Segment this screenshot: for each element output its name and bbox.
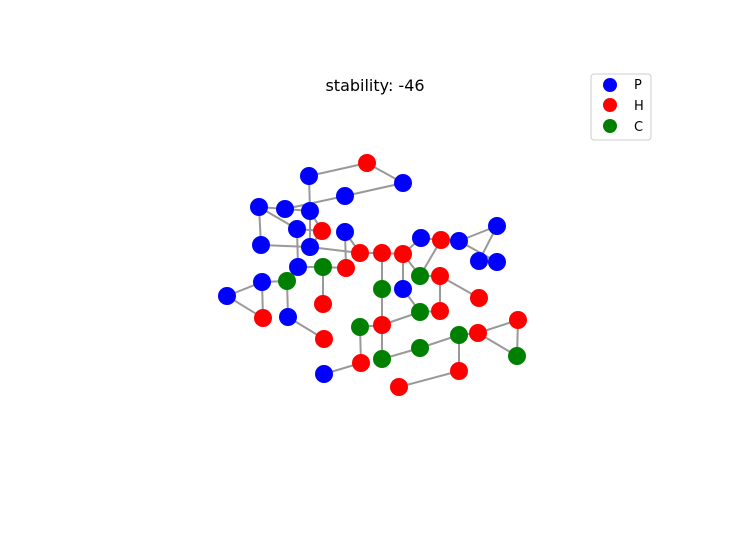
node-p-26	[253, 273, 271, 291]
node-h-48	[450, 362, 468, 380]
node-p-15	[301, 238, 319, 256]
node-p-21	[289, 258, 307, 276]
node-c-40	[450, 326, 468, 344]
node-p-11	[412, 229, 430, 247]
node-p-8	[288, 220, 306, 238]
node-p-19	[470, 252, 488, 270]
edge-3	[284, 195, 346, 210]
edges-group	[226, 162, 519, 388]
node-p-30	[218, 287, 236, 305]
node-h-35	[254, 309, 272, 327]
edge-2	[344, 182, 404, 197]
node-h-23	[337, 259, 355, 277]
legend-marker-p	[603, 78, 617, 92]
node-h-32	[314, 295, 332, 313]
node-p-10	[336, 223, 354, 241]
node-p-2	[394, 174, 412, 192]
node-h-41	[469, 324, 487, 342]
node-p-36	[279, 308, 297, 326]
node-p-7	[488, 217, 506, 235]
node-p-20	[488, 253, 506, 271]
node-p-5	[276, 200, 294, 218]
node-h-9	[313, 222, 331, 240]
node-c-43	[411, 339, 429, 357]
node-h-39	[373, 316, 391, 334]
node-h-46	[352, 354, 370, 372]
node-c-28	[373, 280, 391, 298]
node-p-13	[450, 232, 468, 250]
node-p-4	[250, 198, 268, 216]
edge-57	[398, 370, 460, 388]
node-p-29	[394, 280, 412, 298]
node-c-44	[508, 347, 526, 365]
node-c-27	[278, 272, 296, 290]
legend-marker-c	[603, 119, 617, 133]
diagram-title: stability: -46	[325, 76, 424, 95]
node-p-6	[301, 202, 319, 220]
node-h-49	[390, 378, 408, 396]
legend-marker-h	[603, 98, 617, 112]
legend-label-h: H	[634, 99, 644, 114]
node-h-34	[431, 302, 449, 320]
node-p-14	[252, 236, 270, 254]
node-c-22	[314, 258, 332, 276]
nodes-group	[218, 154, 527, 396]
node-h-16	[351, 244, 369, 262]
node-h-12	[432, 231, 450, 249]
legend-label-c: C	[634, 120, 643, 135]
node-c-24	[411, 267, 429, 285]
node-c-38	[351, 318, 369, 336]
edge-0	[308, 162, 368, 177]
node-p-3	[336, 187, 354, 205]
node-c-33	[411, 303, 429, 321]
node-h-17	[373, 244, 391, 262]
node-h-31	[470, 289, 488, 307]
node-p-47	[315, 365, 333, 383]
legend-label-p: P	[634, 78, 642, 93]
node-c-45	[373, 350, 391, 368]
node-h-37	[509, 311, 527, 329]
node-h-25	[431, 267, 449, 285]
node-p-1	[300, 167, 318, 185]
node-h-42	[315, 330, 333, 348]
node-h-18	[394, 245, 412, 263]
legend: P H C	[590, 73, 652, 141]
node-h-0	[358, 154, 376, 172]
